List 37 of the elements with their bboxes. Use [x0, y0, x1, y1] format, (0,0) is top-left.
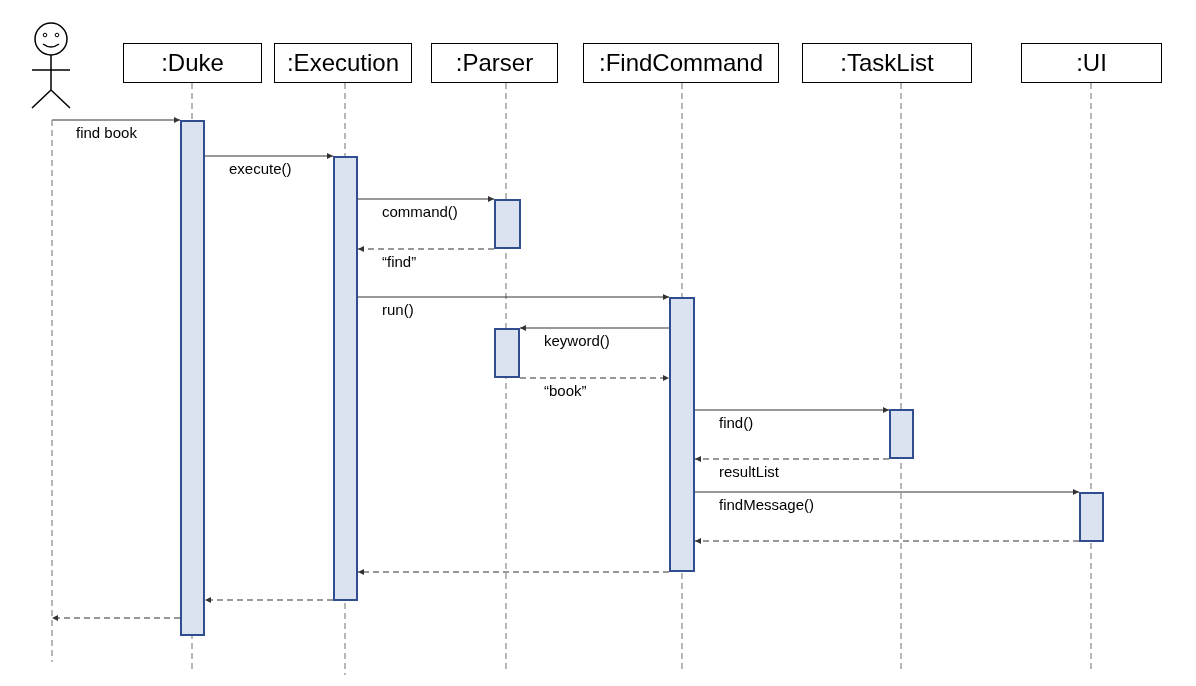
edge-label: findMessage()	[717, 496, 817, 513]
message-arrow	[357, 246, 495, 252]
edge-label: “find”	[380, 253, 419, 270]
lifeline-header-box: :FindCommand	[583, 43, 779, 83]
edge-label: keyword()	[542, 332, 612, 349]
edge-label: find book	[74, 124, 139, 141]
message-arrow	[519, 375, 670, 381]
message-arrow	[357, 294, 670, 300]
activation-bar	[889, 409, 914, 459]
lifeline-header-box: :TaskList	[802, 43, 972, 83]
message-arrow	[51, 117, 181, 123]
edge-label: resultList	[717, 463, 782, 480]
edge-label: run()	[380, 301, 416, 318]
edge-label: “book”	[542, 382, 589, 399]
activation-bar	[494, 199, 521, 249]
lifeline-header-box: :Execution	[274, 43, 412, 83]
message-arrow	[694, 407, 890, 413]
activation-bar	[669, 297, 695, 572]
lifeline-header-box: :UI	[1021, 43, 1162, 83]
edge-label: find()	[717, 414, 756, 431]
message-arrow	[204, 597, 334, 603]
lifeline-header-box: :Duke	[123, 43, 262, 83]
message-arrow	[694, 456, 890, 462]
message-arrow	[51, 615, 181, 621]
message-arrow	[694, 489, 1080, 495]
edge-label: command()	[380, 203, 460, 220]
activation-bar	[333, 156, 358, 601]
lifeline-header-box: :Parser	[431, 43, 558, 83]
activation-bar	[180, 120, 205, 636]
message-arrow	[204, 153, 334, 159]
activation-bar	[1079, 492, 1104, 542]
message-arrow	[357, 569, 670, 575]
message-arrow	[694, 538, 1080, 544]
message-arrow	[357, 196, 495, 202]
edge-label: execute()	[227, 160, 294, 177]
activation-bar	[494, 328, 520, 378]
message-arrow	[519, 325, 670, 331]
